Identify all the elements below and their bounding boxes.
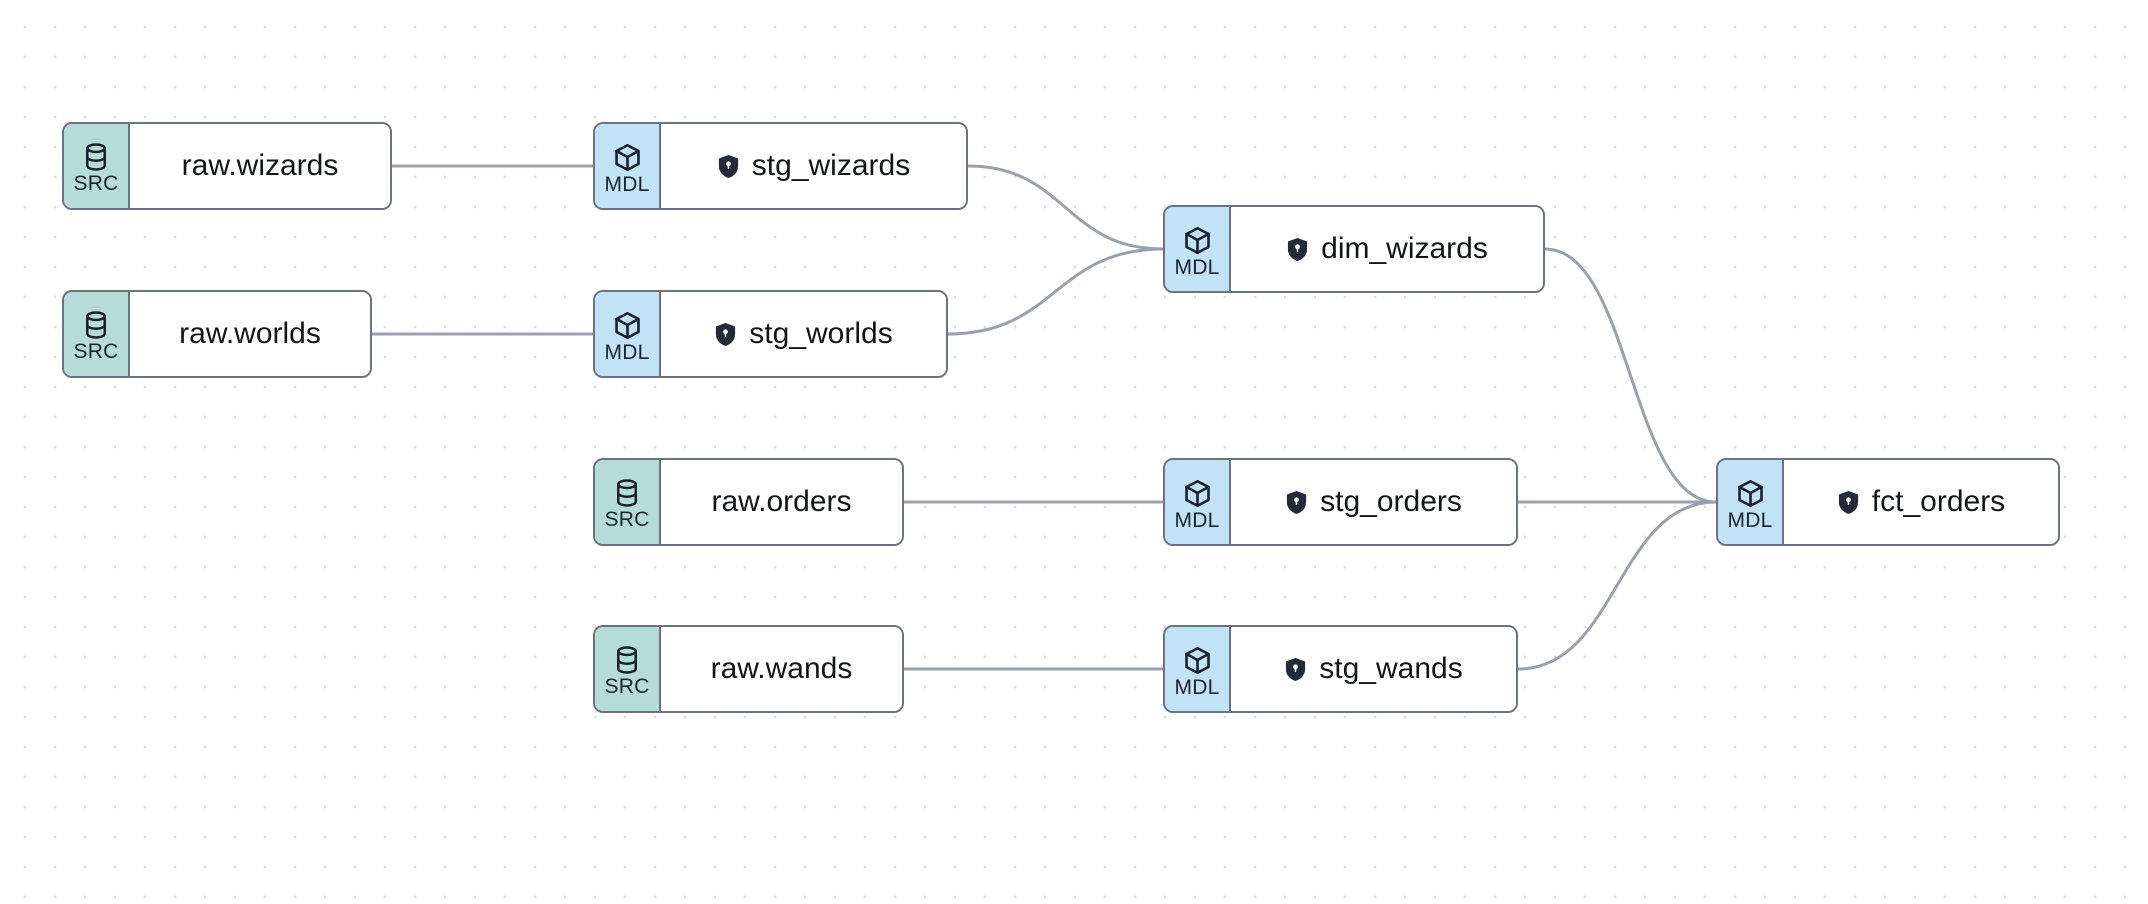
edge-stg_wands-to-fct_orders[interactable] <box>1516 500 1718 671</box>
node-badge-label: MDL <box>1174 675 1220 699</box>
node-badge-src: SRC <box>595 460 661 544</box>
node-stg_wizards[interactable]: MDL stg_wizards <box>593 122 968 210</box>
edge-dim_wizards-to-fct_orders[interactable] <box>1543 247 1718 504</box>
shield-lock-icon <box>1286 237 1309 262</box>
edge-stg_wizards-to-dim_wizards[interactable] <box>966 164 1165 251</box>
node-stg_worlds[interactable]: MDL stg_worlds <box>593 290 948 378</box>
node-label: raw.worlds <box>179 317 321 350</box>
node-body: stg_orders <box>1231 460 1516 544</box>
node-badge-label: MDL <box>1174 508 1220 532</box>
node-badge-mdl: MDL <box>595 292 661 376</box>
cube-icon <box>1182 478 1213 509</box>
node-badge-label: MDL <box>1174 255 1220 279</box>
node-badge-mdl: MDL <box>1165 627 1231 711</box>
node-badge-label: SRC <box>604 675 650 698</box>
cube-icon <box>1735 478 1766 509</box>
cube-icon <box>1182 645 1213 676</box>
node-body: stg_worlds <box>661 292 946 376</box>
node-fct_orders[interactable]: MDL fct_orders <box>1716 458 2060 546</box>
node-body: raw.wizards <box>130 124 390 208</box>
database-icon <box>612 645 642 675</box>
node-raw_worlds[interactable]: SRC raw.worlds <box>62 290 372 378</box>
node-raw_orders[interactable]: SRC raw.orders <box>593 458 904 546</box>
node-label: raw.wizards <box>181 149 339 182</box>
node-dim_wizards[interactable]: MDL dim_wizards <box>1163 205 1545 293</box>
node-badge-src: SRC <box>595 627 661 711</box>
node-body: fct_orders <box>1784 460 2058 544</box>
node-raw_wizards[interactable]: SRC raw.wizards <box>62 122 392 210</box>
database-icon <box>81 310 111 340</box>
node-badge-mdl: MDL <box>1165 460 1231 544</box>
node-badge-label: MDL <box>604 340 650 364</box>
node-label: dim_wizards <box>1321 232 1488 265</box>
node-badge-src: SRC <box>64 292 130 376</box>
node-badge-label: SRC <box>73 172 119 195</box>
node-label: stg_orders <box>1320 485 1462 518</box>
node-body: dim_wizards <box>1231 207 1543 291</box>
shield-lock-icon <box>1284 657 1307 682</box>
cube-icon <box>612 142 643 173</box>
node-label: stg_worlds <box>749 317 893 350</box>
node-badge-mdl: MDL <box>1165 207 1231 291</box>
shield-lock-icon <box>717 154 740 179</box>
node-body: stg_wands <box>1231 627 1516 711</box>
shield-lock-icon <box>1837 490 1860 515</box>
node-badge-label: SRC <box>604 508 650 531</box>
node-stg_wands[interactable]: MDL stg_wands <box>1163 625 1518 713</box>
node-body: raw.worlds <box>130 292 370 376</box>
node-raw_wands[interactable]: SRC raw.wands <box>593 625 904 713</box>
node-body: raw.orders <box>661 460 902 544</box>
node-label: raw.wands <box>710 652 853 685</box>
node-label: fct_orders <box>1871 485 2006 518</box>
node-stg_orders[interactable]: MDL stg_orders <box>1163 458 1518 546</box>
cube-icon <box>1182 225 1213 256</box>
node-label: stg_wizards <box>751 149 911 182</box>
database-icon <box>81 142 111 172</box>
node-body: stg_wizards <box>661 124 966 208</box>
node-label: stg_wands <box>1319 652 1463 685</box>
node-badge-mdl: MDL <box>595 124 661 208</box>
shield-lock-icon <box>714 322 737 347</box>
cube-icon <box>612 310 643 341</box>
node-body: raw.wands <box>661 627 902 711</box>
node-badge-src: SRC <box>64 124 130 208</box>
node-badge-label: SRC <box>73 340 119 363</box>
node-badge-label: MDL <box>604 172 650 196</box>
edge-stg_worlds-to-dim_wizards[interactable] <box>946 247 1165 336</box>
node-label: raw.orders <box>711 485 852 518</box>
node-badge-mdl: MDL <box>1718 460 1784 544</box>
shield-lock-icon <box>1285 490 1308 515</box>
node-badge-label: MDL <box>1727 508 1773 532</box>
database-icon <box>612 478 642 508</box>
